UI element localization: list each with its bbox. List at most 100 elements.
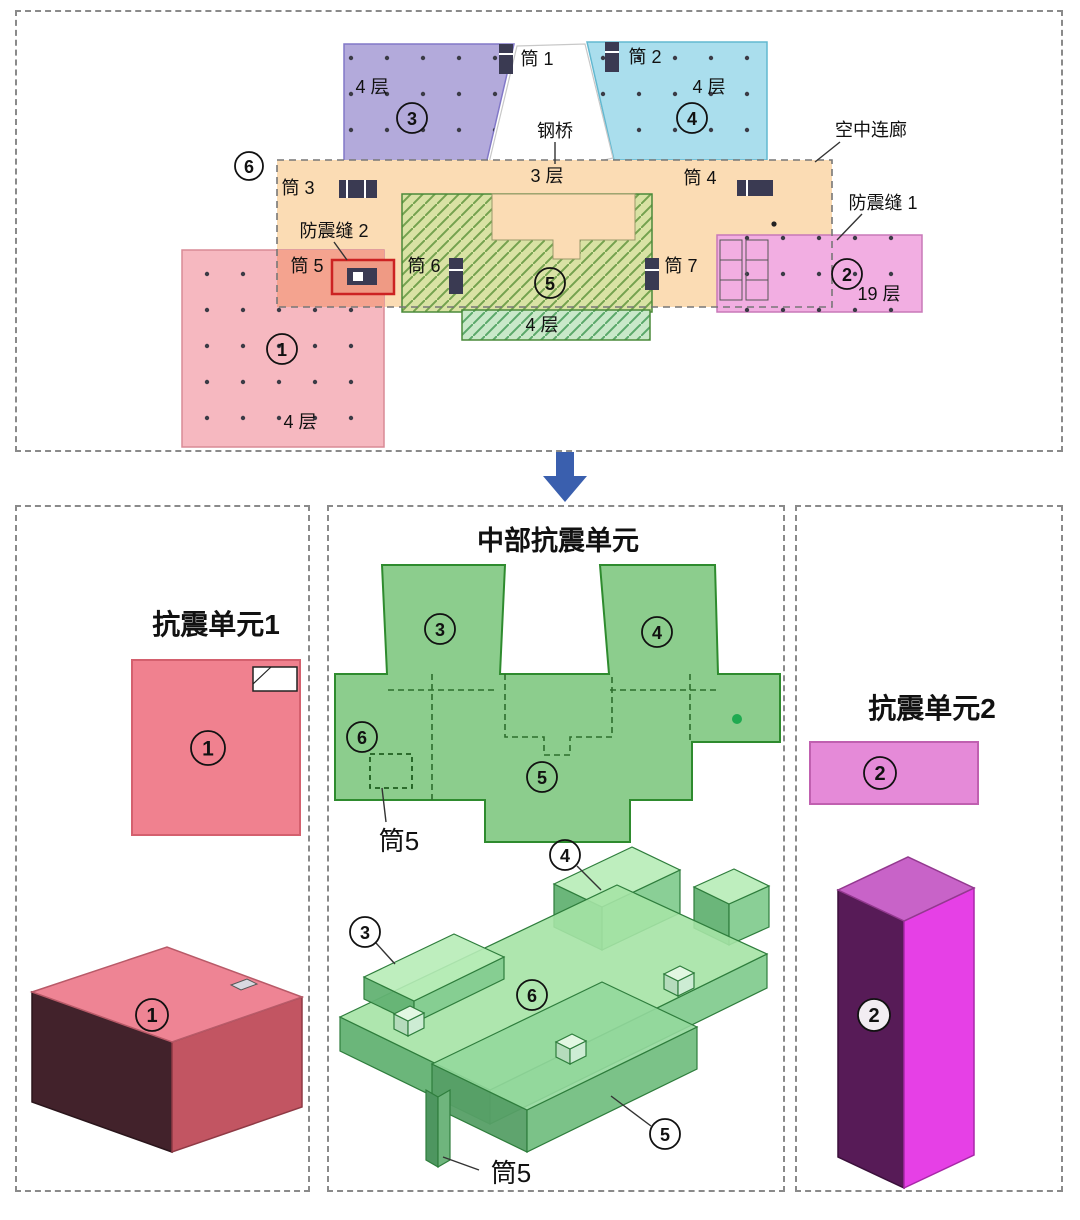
core-5-dashed-box [369, 753, 413, 789]
joint2-label: 防震缝 2 [299, 221, 368, 241]
region-1-number: 1 [266, 333, 298, 365]
core-1-icon [499, 44, 513, 74]
steel-bridge-outline [482, 43, 614, 189]
joint1-leader [836, 213, 863, 241]
core-2-icon [605, 42, 619, 72]
pillar-front [425, 1088, 439, 1169]
svg-text:5: 5 [545, 274, 555, 294]
unit2-plan-number: 2 [863, 756, 897, 790]
core-3-label: 筒 3 [281, 178, 314, 198]
unit1-plan-number: 1 [190, 730, 226, 766]
unit1-3d-top-face [29, 946, 305, 1043]
svg-text:2: 2 [842, 265, 852, 285]
central-3d-number-5: 5 [649, 1118, 681, 1150]
core-4-label: 筒 4 [683, 168, 716, 188]
down-arrow-icon [543, 452, 587, 502]
pillar-side [437, 1088, 451, 1169]
unit1-corner-icon-fold [252, 666, 272, 685]
unit2-title: 抗震单元2 [868, 693, 996, 724]
svg-text:4: 4 [652, 623, 662, 643]
svg-text:5: 5 [537, 768, 547, 788]
block-right-top [692, 868, 771, 905]
wing3-top [362, 933, 506, 1002]
region-5-notch [491, 193, 636, 260]
cube1-top [392, 1005, 426, 1022]
unit2-3d-top-face [836, 856, 976, 922]
central-3d-number-3: 3 [349, 916, 381, 948]
central-title: 中部抗震单元 [477, 526, 639, 556]
steel-bridge-label: 钢桥 [537, 121, 573, 141]
tower4-leader [576, 865, 602, 891]
unit1-panel: 抗震单元1 1 1 [15, 505, 310, 1192]
svg-text:2: 2 [868, 1005, 879, 1027]
extension-floors-label: 4 层 [525, 315, 558, 335]
cube2-top [662, 965, 696, 982]
region-1-floors-label: 4 层 [283, 412, 316, 432]
region-2-core-a-icon [719, 239, 743, 301]
svg-text:2: 2 [874, 763, 885, 785]
corridor-number: 6 [234, 151, 264, 181]
band-floors-label: 3 层 [530, 166, 563, 186]
unit1-3d-number: 1 [135, 998, 169, 1032]
core-5-icon-slot [353, 272, 363, 281]
central-plan-number-4: 4 [641, 616, 673, 648]
region-3-dots [344, 44, 514, 190]
core-3-icon [339, 180, 377, 198]
overall-plan-panel: 4 层 4 层 3 层 4 层 4 层 19 层 筒 1 筒 2 筒 3 筒 4… [15, 10, 1063, 452]
region-2-dots [717, 235, 922, 312]
overall-plan-drawing: 4 层 4 层 3 层 4 层 4 层 19 层 筒 1 筒 2 筒 3 筒 4… [181, 41, 923, 448]
central-drawing: 筒5 3 4 5 6 [334, 564, 781, 1188]
unit1-corner-icon [252, 666, 298, 692]
joint1-label: 防震缝 1 [848, 193, 917, 213]
unit1-title: 抗震单元1 [152, 609, 280, 640]
core-5-label: 筒 5 [290, 256, 323, 276]
slab5-leader [610, 1095, 652, 1127]
core-7-label: 筒 7 [664, 256, 697, 276]
unit2-3d-number: 2 [857, 998, 891, 1032]
central-plan-number-3: 3 [424, 613, 456, 645]
unit2-3d-right-face [903, 886, 975, 1190]
svg-text:3: 3 [435, 620, 445, 640]
unit1-3d-roof-icon [229, 978, 259, 991]
band-dot [771, 221, 777, 227]
central-3d-number-4: 4 [549, 839, 581, 871]
wing3-leader [375, 942, 396, 965]
svg-text:1: 1 [202, 738, 214, 761]
svg-text:3: 3 [360, 923, 370, 943]
svg-text:5: 5 [660, 1125, 670, 1145]
unit2-drawing: 2 2 [809, 741, 979, 1190]
unit2-plan-shape [809, 741, 979, 805]
central-unit-panel: 中部抗震单元 筒5 3 4 5 6 [327, 505, 785, 1192]
central-3d-massing [338, 846, 771, 1169]
joint2-leader [333, 241, 348, 261]
region-5-extension [461, 309, 651, 341]
core-1-label: 筒 1 [520, 49, 553, 69]
core-4-icon [737, 180, 773, 196]
central-plan-number-5: 5 [526, 761, 558, 793]
core-5-plan-leader [381, 787, 387, 823]
svg-text:6: 6 [527, 986, 537, 1006]
svg-text:6: 6 [244, 157, 254, 177]
central-plan-shape [334, 564, 781, 843]
core-2-label: 筒 2 [628, 47, 661, 67]
central-plan-number-6: 6 [346, 721, 378, 753]
sky-corridor-label: 空中连廊 [835, 120, 907, 140]
notch-dashed-outline [504, 674, 613, 756]
region-3-floors-label: 4 层 [355, 77, 388, 97]
core5-3d-leader [442, 1156, 480, 1171]
region-2-number: 2 [831, 258, 863, 290]
unit2-panel: 抗震单元2 2 2 [795, 505, 1063, 1192]
region-4-floors-label: 4 层 [692, 77, 725, 97]
core-5-plan-label: 筒5 [379, 826, 419, 856]
cube3-top [554, 1033, 588, 1050]
svg-text:1: 1 [146, 1005, 157, 1027]
core-5-3d-label: 筒5 [491, 1158, 531, 1188]
svg-text:1: 1 [277, 340, 287, 360]
region-2-core-b-icon [745, 239, 769, 301]
region-5-number: 5 [534, 267, 566, 299]
plan-green-dot [732, 714, 742, 724]
central-3d-number-6: 6 [516, 979, 548, 1011]
core-6-label: 筒 6 [407, 256, 440, 276]
svg-text:3: 3 [407, 109, 417, 129]
